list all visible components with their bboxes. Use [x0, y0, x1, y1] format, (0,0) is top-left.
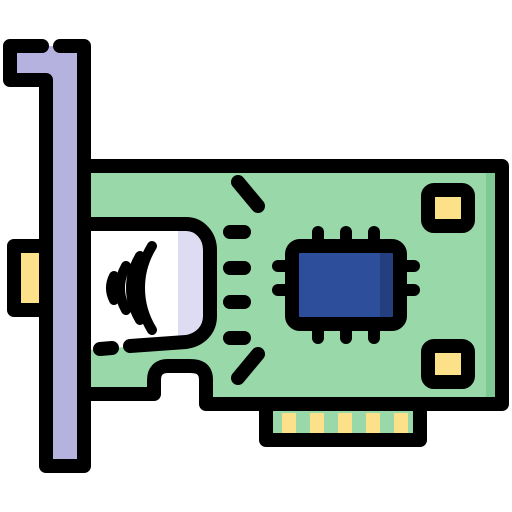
bracket-tab	[7, 239, 53, 317]
chip-outline	[285, 239, 407, 331]
circuit-traces	[223, 175, 265, 385]
wifi-panel-bottom-tick	[93, 341, 119, 356]
connector-pin	[338, 413, 352, 433]
pad-top	[421, 183, 475, 233]
pad-bottom	[421, 339, 475, 389]
metal-bracket	[3, 39, 91, 473]
chip-body	[292, 246, 400, 324]
connector-pin	[282, 413, 296, 433]
connector-pin	[394, 413, 408, 433]
connector-pin	[366, 413, 380, 433]
processor-chip	[272, 226, 420, 344]
chip-shade	[380, 250, 396, 320]
edge-connector	[259, 397, 427, 447]
wifi-panel-shade	[178, 226, 210, 342]
solder-pads	[421, 183, 475, 389]
wireless-module	[81, 217, 217, 356]
wifi-panel-outline	[81, 217, 217, 353]
connector-pin	[310, 413, 324, 433]
wifi-signal-icon	[106, 241, 157, 335]
